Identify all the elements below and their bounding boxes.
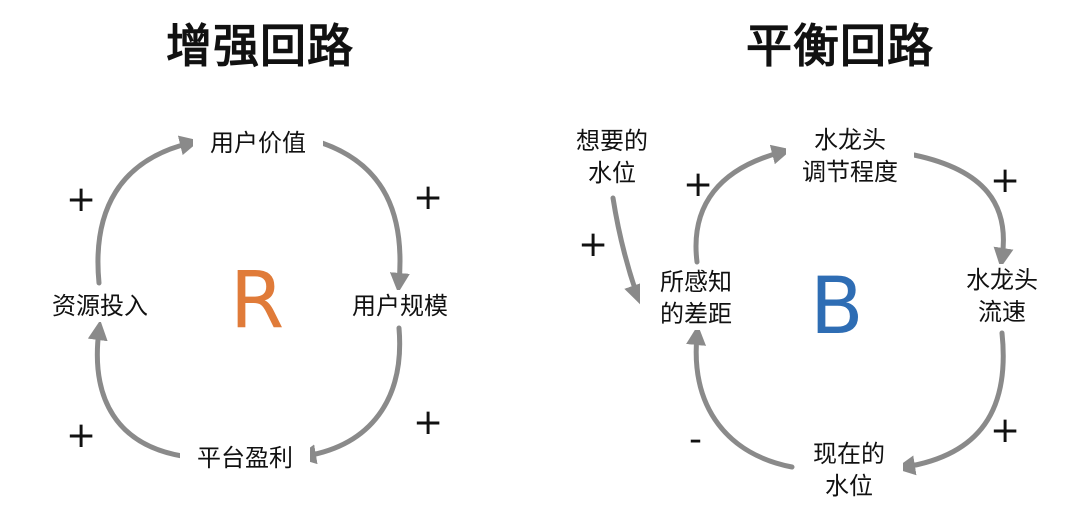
arrow-resource-to-value: [95, 135, 200, 286]
sign-faucet-to-flow: +: [990, 160, 1021, 201]
sign-value-to-scale: +: [413, 177, 444, 218]
reinforcing-loop-title: 增强回路: [166, 19, 354, 73]
node-perceived-gap-line2: 的差距: [660, 300, 732, 328]
arrow-level-to-gap: [686, 325, 795, 470]
sign-profit-to-resource: +: [66, 415, 97, 456]
node-desired-level: 想要的 水位: [560, 125, 664, 189]
node-faucet-adjustment: 水龙头 调节程度: [786, 124, 914, 188]
balancing-loop-letter-text: B: [810, 262, 864, 352]
balancing-loop-letter: B: [810, 268, 864, 346]
reinforcing-loop-letter: R: [230, 262, 284, 340]
node-resource-input: 资源投入: [38, 290, 162, 322]
arrow-scale-to-profit: [296, 325, 403, 465]
sign-gap-to-faucet: +: [683, 164, 714, 205]
arrow-faucet-to-flow: [911, 152, 1014, 268]
arrow-profit-to-resource: [87, 320, 185, 459]
arrow-gap-to-faucet: [693, 144, 792, 265]
node-faucet-flow-line2: 流速: [978, 298, 1026, 326]
sign-scale-to-profit: +: [413, 402, 444, 443]
reinforcing-loop-letter-text: R: [230, 256, 285, 346]
node-desired-level-line2: 水位: [588, 159, 636, 187]
sign-goal-to-gap: +: [578, 224, 609, 265]
arrow-value-to-scale: [319, 140, 410, 293]
arrow-flow-to-level: [895, 330, 1006, 476]
node-user-value: 用户价值: [193, 127, 323, 159]
node-perceived-gap-line1: 所感知: [660, 268, 732, 296]
node-current-level-line1: 现在的: [813, 440, 885, 468]
sign-level-to-gap: -: [689, 419, 702, 460]
node-current-level-line2: 水位: [825, 472, 873, 500]
arrow-goal-to-gap: [610, 195, 644, 305]
node-current-level: 现在的 水位: [795, 438, 903, 502]
sign-flow-to-level: +: [990, 410, 1021, 451]
node-faucet-flow-line1: 水龙头: [966, 266, 1038, 294]
balancing-loop-title: 平衡回路: [746, 19, 934, 73]
node-faucet-adjustment-line1: 水龙头: [814, 126, 886, 154]
node-faucet-adjustment-line2: 调节程度: [802, 158, 898, 186]
node-faucet-flow: 水龙头 流速: [948, 264, 1056, 328]
node-desired-level-line1: 想要的: [576, 127, 648, 155]
sign-resource-to-value: +: [66, 179, 97, 220]
node-user-scale: 用户规模: [335, 290, 465, 322]
node-platform-profit: 平台盈利: [180, 442, 310, 474]
node-perceived-gap: 所感知 的差距: [640, 266, 752, 330]
